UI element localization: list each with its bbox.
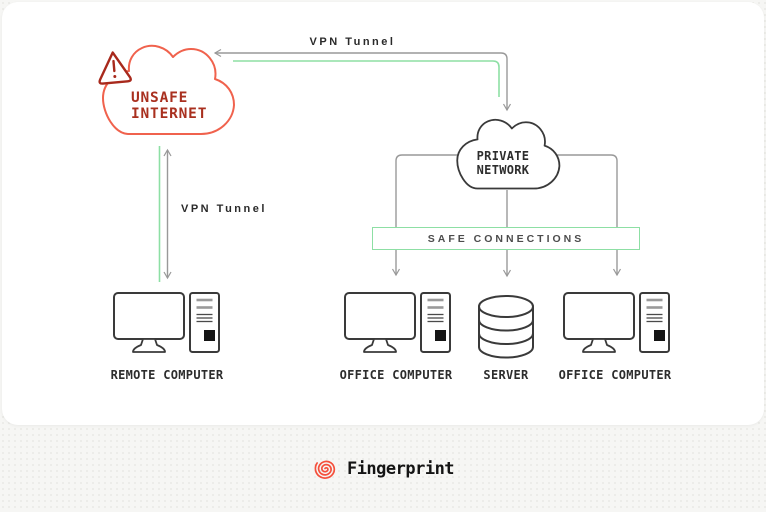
private-network-line1: PRIVATE	[476, 149, 530, 163]
private-network-cloud-icon	[456, 118, 561, 190]
connection-left-office	[391, 154, 465, 277]
desktop-computer-icon	[113, 292, 220, 353]
vpn-tunnel-top-arrow-line	[213, 48, 512, 112]
unsafe-internet-line2: INTERNET	[131, 106, 208, 122]
vpn-tunnel-left-label: VPN Tunnel	[181, 203, 267, 215]
vpn-tunnel-top-label: VPN Tunnel	[309, 36, 396, 48]
server-label: SERVER	[483, 368, 529, 382]
private-network-label: PRIVATE NETWORK	[443, 149, 563, 177]
desktop-computer-icon	[563, 292, 670, 353]
desktop-computer-icon	[344, 292, 451, 353]
office-computer-1-label: OFFICE COMPUTER	[339, 368, 453, 382]
safe-connections-box: SAFE CONNECTIONS	[372, 227, 640, 250]
footer: Fingerprint	[0, 425, 766, 512]
office-computer-2-label: OFFICE COMPUTER	[558, 368, 672, 382]
fingerprint-logo-icon	[314, 460, 336, 479]
connection-right-office	[550, 154, 622, 277]
warning-triangle-icon	[98, 51, 132, 85]
private-network-line2: NETWORK	[476, 162, 530, 177]
database-server-icon	[478, 295, 534, 359]
vpn-tunnel-top-lines	[213, 48, 512, 112]
remote-computer-label: REMOTE COMPUTER	[110, 368, 224, 382]
vpn-tunnel-top-green-line	[233, 60, 500, 97]
unsafe-internet-cloud-icon	[102, 44, 235, 135]
vpn-tunnel-left-lines	[158, 146, 172, 282]
safe-connections-label: SAFE CONNECTIONS	[427, 232, 585, 245]
brand-name: Fingerprint	[346, 458, 455, 479]
unsafe-internet-line1: UNSAFE	[131, 90, 189, 106]
unsafe-internet-label: UNSAFE INTERNET	[131, 90, 207, 122]
network-diagram	[98, 44, 670, 359]
